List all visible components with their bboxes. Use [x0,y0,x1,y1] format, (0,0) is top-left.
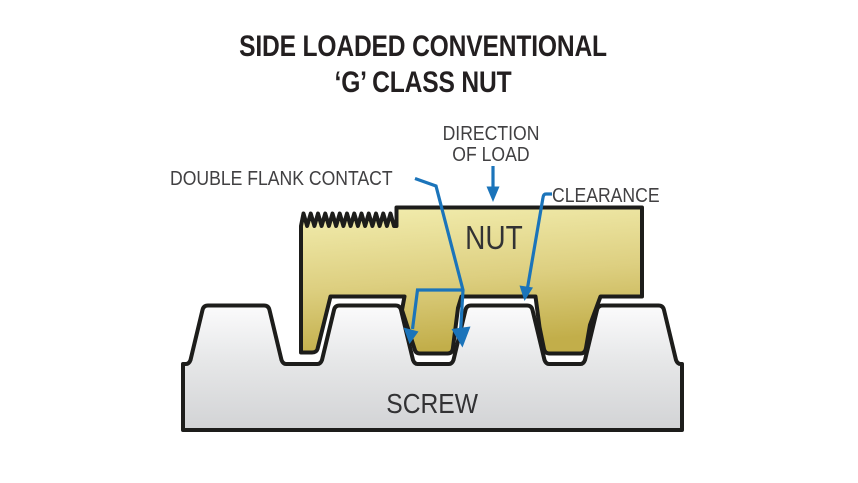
clearance-label: CLEARANCE [552,186,674,207]
screw-label: SCREW [352,388,512,420]
nut-shape [299,205,644,356]
clearance-label-text: CLEARANCE [552,185,660,207]
double-flank-contact-arrow [403,176,471,348]
direction-of-load-label-line2: OF LOAD [452,144,530,166]
clearance-arrow [519,192,552,301]
clearance-arrowhead [519,285,533,301]
screw-label-text: SCREW [386,388,478,419]
double-flank-contact-arrowhead-left [403,327,419,344]
direction-of-load-arrowhead [486,186,500,202]
double-flank-contact-label: DOUBLE FLANK CONTACT [170,169,423,190]
nut-label-text: NUT [465,219,523,256]
diagram-title: SIDE LOADED CONVENTIONAL ‘G’ CLASS NUT [0,29,846,101]
double-flank-contact-label-text: DOUBLE FLANK CONTACT [170,168,393,190]
title-line-2: ‘G’ CLASS NUT [334,66,512,99]
nut-label: NUT [434,219,554,257]
title-line-1: SIDE LOADED CONVENTIONAL [239,30,607,63]
clearance-leader [525,192,552,289]
double-flank-contact-leader [410,176,465,333]
nut-outline [299,205,644,356]
direction-of-load-label-line1: DIRECTION [442,123,540,145]
direction-of-load-arrow [486,166,500,202]
double-flank-contact-arrowhead-right [451,326,471,348]
direction-of-load-label: DIRECTION OF LOAD [391,124,591,166]
